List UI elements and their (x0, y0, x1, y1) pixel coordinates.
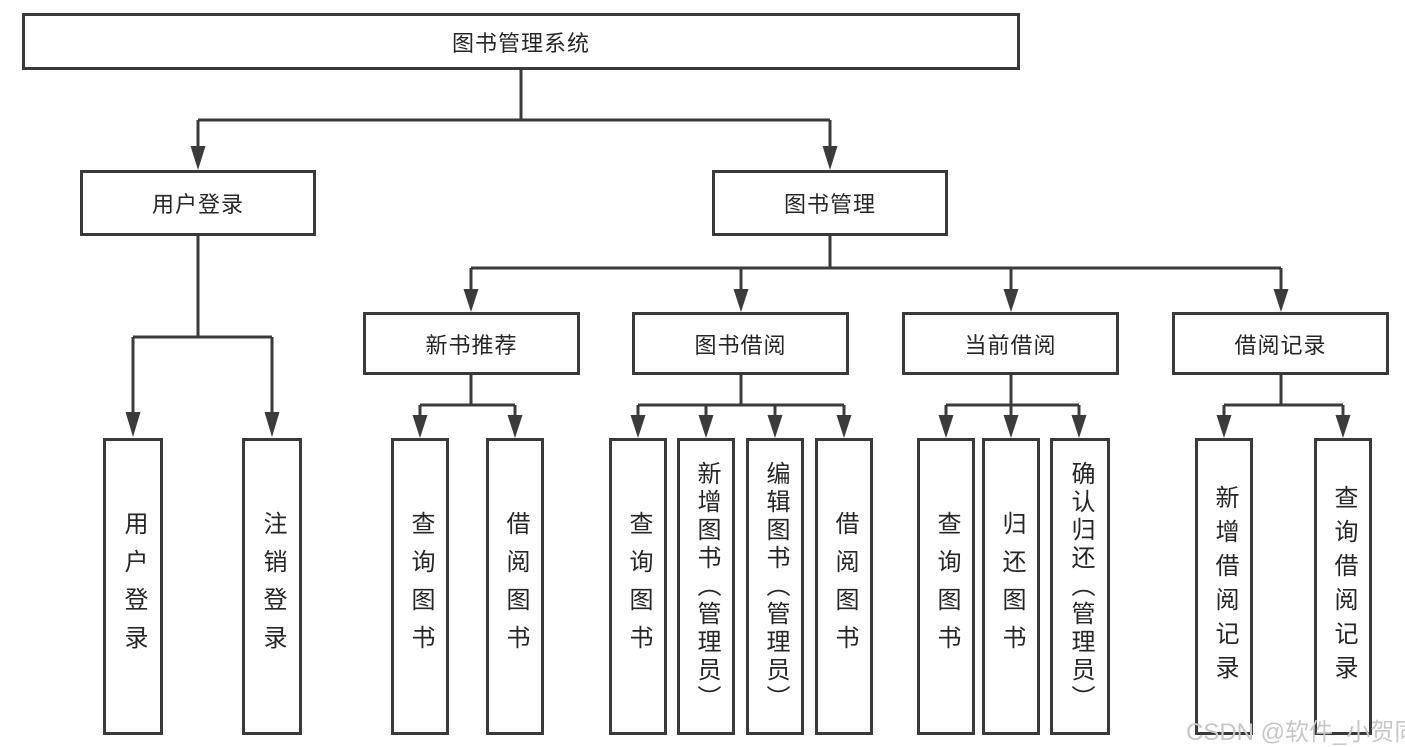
leaf-records-add-record-label: 新增借阅记录 (1211, 484, 1238, 689)
node-book-management-label: 图书管理 (783, 192, 876, 217)
leaf-records-add-record: 新增借阅记录 (1195, 438, 1253, 735)
leaf-user-login-label: 用户登录 (120, 510, 147, 663)
connector-new-book-recommend (412, 375, 523, 438)
leaf-newrec-borrow-books-label: 借阅图书 (502, 510, 529, 663)
leaf-user-login: 用户登录 (103, 438, 163, 735)
leaf-current-return-books-label: 归还图书 (998, 510, 1025, 663)
leaf-current-query-books-label: 查询图书 (933, 510, 960, 663)
node-root: 图书管理系统 (22, 13, 1020, 70)
leaf-logout-login: 注销登录 (242, 438, 302, 735)
node-book-borrowing-label: 图书借阅 (694, 332, 787, 358)
connector-user-login (125, 236, 280, 437)
node-book-management: 图书管理 (712, 170, 948, 236)
connector-book-management (463, 236, 1289, 312)
node-borrowing-records: 借阅记录 (1172, 312, 1389, 375)
node-new-book-recommend-label: 新书推荐 (425, 332, 518, 358)
leaf-newrec-query-books: 查询图书 (391, 438, 449, 735)
leaf-newrec-query-books-label: 查询图书 (407, 510, 434, 663)
node-borrowing-records-label: 借阅记录 (1234, 332, 1327, 358)
leaf-records-query-record-label: 查询借阅记录 (1330, 484, 1357, 689)
connector-root (190, 70, 838, 170)
leaf-borrow-add-books-admin-label: 新增图书（管理员） (693, 460, 720, 713)
node-book-borrowing: 图书借阅 (632, 312, 849, 375)
node-current-borrowing: 当前借阅 (902, 312, 1119, 375)
leaf-newrec-borrow-books: 借阅图书 (486, 438, 544, 735)
leaf-borrow-borrow-books-label: 借阅图书 (831, 510, 858, 663)
node-new-book-recommend: 新书推荐 (363, 312, 580, 375)
leaf-borrow-query-books: 查询图书 (609, 438, 667, 735)
node-user-login-label: 用户登录 (151, 192, 244, 217)
connector-current-borrowing (938, 375, 1087, 438)
leaf-current-confirm-return-admin: 确认归还（管理员） (1050, 438, 1110, 735)
leaf-logout-login-label: 注销登录 (259, 510, 286, 663)
leaf-borrow-borrow-books: 借阅图书 (815, 438, 873, 735)
leaf-current-confirm-return-admin-label: 确认归还（管理员） (1067, 460, 1094, 713)
leaf-borrow-edit-books-admin-label: 编辑图书（管理员） (762, 460, 789, 713)
leaf-current-query-books: 查询图书 (917, 438, 975, 735)
node-current-borrowing-label: 当前借阅 (964, 332, 1057, 358)
node-user-login: 用户登录 (80, 170, 316, 236)
leaf-current-return-books: 归还图书 (982, 438, 1040, 735)
watermark: CSDN @软件_小贺同学 (1186, 719, 1405, 746)
connector-book-borrowing (630, 375, 852, 438)
leaf-records-query-record: 查询借阅记录 (1314, 438, 1372, 735)
leaf-borrow-add-books-admin: 新增图书（管理员） (677, 438, 735, 735)
leaf-borrow-edit-books-admin: 编辑图书（管理员） (746, 438, 804, 735)
node-root-label: 图书管理系统 (451, 30, 590, 56)
leaf-borrow-query-books-label: 查询图书 (625, 510, 652, 663)
connector-borrowing-records (1216, 375, 1351, 438)
